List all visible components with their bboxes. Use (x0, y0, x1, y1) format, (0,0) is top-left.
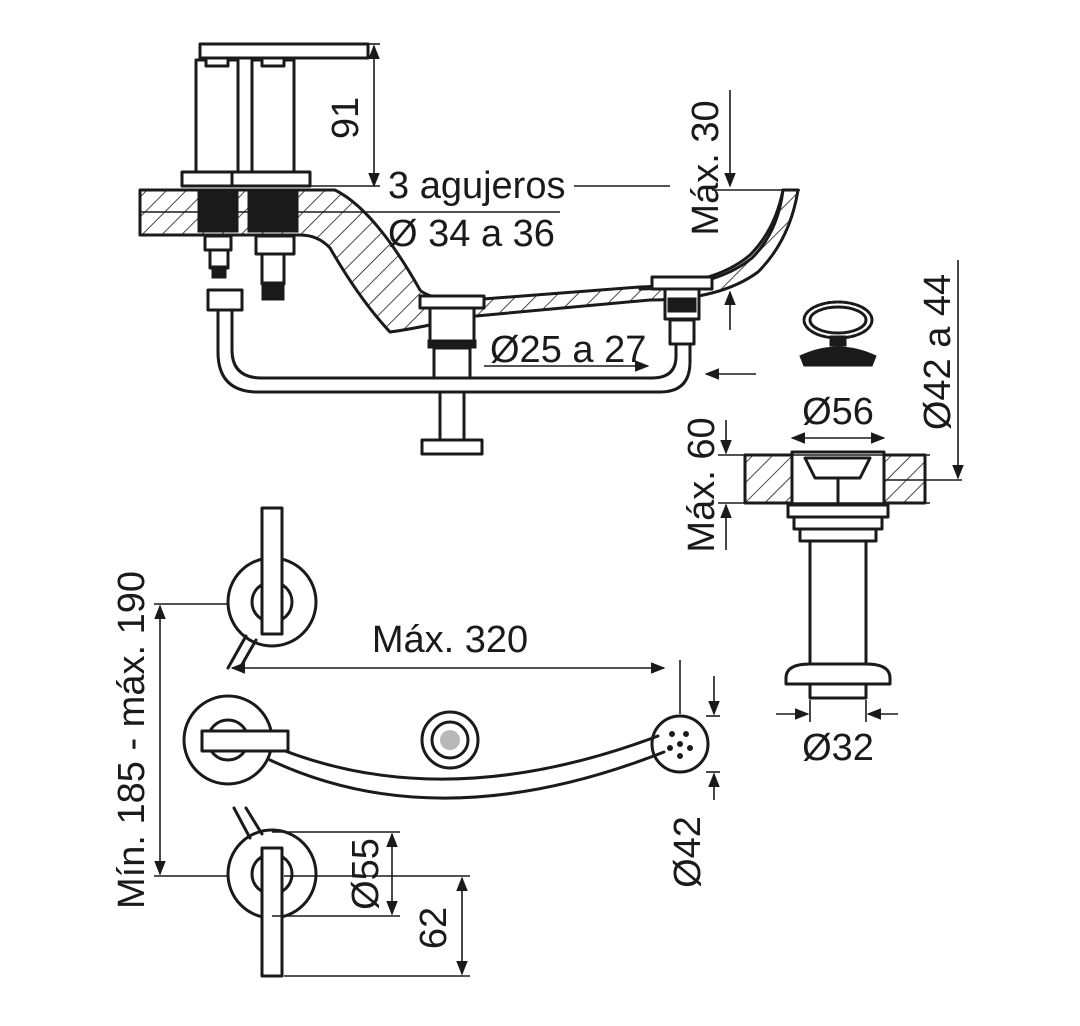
dim-rosette-offset: 62 (413, 907, 455, 949)
spray-hose (266, 734, 660, 781)
dim-drain-hole: Ø42 a 44 (917, 274, 959, 430)
drain-detail-view: Ø56 Máx. 60 Ø42 a 44 Ø32 (681, 260, 964, 769)
valve-right (230, 50, 312, 301)
spray-connector (650, 275, 714, 346)
side-section-view: 91 3 agujeros Ø 34 a 36 Máx. 30 Ø25 a 27 (138, 42, 800, 456)
rosette-bottom (226, 828, 318, 978)
dim-spray-head: Ø42 (667, 816, 709, 888)
dim-max-deck: Máx. 30 (685, 100, 727, 235)
supply-hose (216, 298, 692, 394)
dim-spout-reach: Máx. 320 (372, 619, 528, 661)
dim-handle-spacing: Mín. 185 - máx. 190 (111, 571, 153, 909)
plan-view: Máx. 320 Mín. 185 - máx. 190 Ø55 62 Ø42 (111, 506, 720, 978)
stopper-icon (799, 300, 877, 367)
spray-head-icon (650, 714, 710, 774)
drain-top-icon (420, 710, 480, 770)
dim-pipe-diameter: Ø25 a 27 (490, 329, 646, 371)
rosette-center (182, 694, 290, 786)
rosette-top (226, 506, 318, 648)
dim-holes-diameter: Ø 34 a 36 (388, 213, 555, 255)
dim-drain-flange: Ø56 (802, 391, 874, 433)
dim-drain-tail: Ø32 (802, 727, 874, 769)
dim-holes-count: 3 agujeros (388, 165, 565, 207)
dim-handle-height: 91 (325, 97, 367, 139)
dim-rosette-diameter: Ø55 (345, 838, 387, 910)
valve-left (180, 50, 254, 279)
lever-handle (198, 42, 370, 60)
dim-max-drain: Máx. 60 (681, 417, 723, 552)
drain-fitting (418, 294, 486, 456)
